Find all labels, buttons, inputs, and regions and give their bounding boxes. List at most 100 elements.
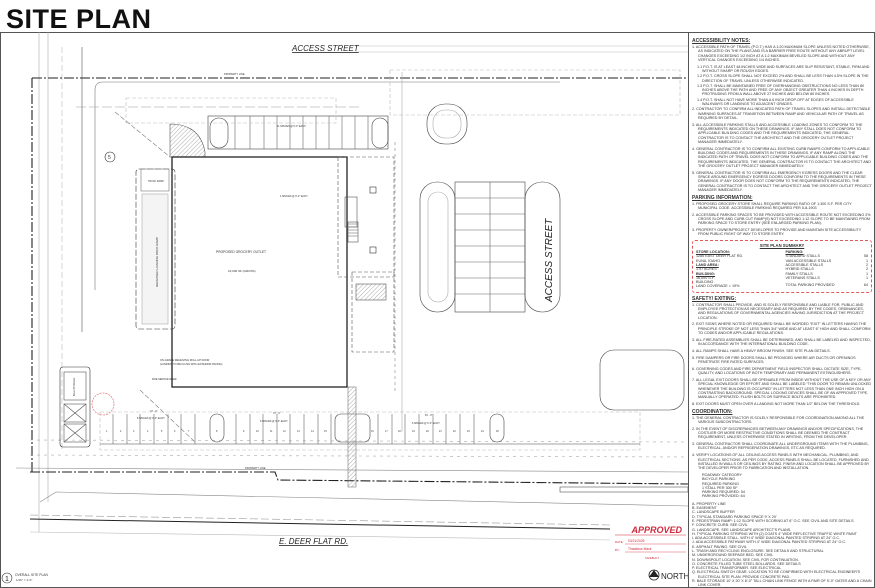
spaces-bottom-label: 8 SPACES @ 9'-0" EACH: [137, 417, 165, 420]
dimension-label: 72' - 0": [273, 412, 281, 415]
property-line-label-bottom: PROPERTY LINE: [245, 466, 266, 470]
legend-item: E. PEDESTRIAN RAMP: 1:12 SLOPE WITH SCOR…: [692, 518, 854, 523]
parking-row: VAN ACCESSIBLE STALLS 1: [785, 259, 868, 263]
note-subitem: 1.1 P.O.T. IS AT LEAST 48 INCHES WIDE AN…: [697, 64, 870, 73]
parking-count: 58: [863, 254, 868, 259]
page-title: SITE PLAN: [6, 4, 152, 34]
parking-total-label: TOTAL PARKING PROVIDED: [785, 283, 835, 288]
stall-number: 8: [216, 430, 218, 433]
truck-ramp-label: TRUCK RAMP: [148, 180, 164, 183]
general-notes-column: ACCESSIBILITY NOTES: 1. ACCESSIBLE PATH …: [692, 36, 872, 586]
legend-item: F. CONCRETE CURB. SEE CIVIL: [692, 523, 748, 528]
note-item: 1. THE GENERAL CONTRACTOR IS SOLELY RESP…: [692, 415, 865, 424]
summary-heading: SITE PLAN SUMMARY: [759, 242, 805, 248]
loading-dock-label: RECESSED LOADING DOCK RAMP: [155, 237, 159, 287]
stall-number: 3: [133, 430, 135, 433]
legend-item: P. ELECTRICAL TRANSFORMER. SEE ELECTRICA…: [692, 566, 782, 571]
note-item: 8. EXIT DOORS MUST OPEN OVER A LANDING N…: [692, 401, 861, 406]
legend-item: H. TYPICAL PARKING STRIPING WITH (2) COA…: [692, 531, 857, 536]
access-street-label: ACCESS STREET: [291, 44, 360, 53]
spaces-bottom-label: 8 SPACES @ 9'-0" EACH: [412, 422, 440, 425]
building-type: BUILDING: [696, 280, 714, 285]
legend-item: K. ASPHALT PAVING. SEE CIVIL: [692, 544, 747, 549]
parking-count: 1: [865, 258, 868, 263]
approval-org: SAFEBUILT: [645, 556, 659, 560]
stall-number: 1: [106, 430, 108, 433]
note-item: 2. IN THE EVENT OF DISCREPANCIES BETWEEN…: [692, 426, 864, 440]
legend-item: N. DOWNSPOUT LOCATION. SEE CIVIL FOR CON…: [692, 557, 799, 562]
approval-date: 03/21/2025: [628, 539, 645, 543]
parking-row: VETERANS STALLS 1: [785, 276, 868, 280]
approval-stamp: APPROVED DATE: 03/21/2025 BY: Thaddeus M…: [615, 525, 686, 560]
date-label: DATE:: [615, 540, 624, 544]
stall-number: 19: [412, 430, 415, 433]
legend-item: A. PROPERTY LINE: [692, 501, 726, 506]
access-street-vertical-label: ACCESS STREET: [544, 218, 555, 303]
note-line: 1 STALL PER 300 SF: [702, 485, 738, 490]
stall-number: 16: [371, 430, 374, 433]
spaces-top-label: 11 SPACES @ 9'-0" EACH: [277, 125, 306, 128]
building-label: PROPOSED GROCERY OUTLET: [216, 250, 266, 254]
note-item: 1. ACCESSIBLE PATH OF TRAVEL (P.O.T.) HA…: [692, 45, 870, 62]
note-line: PARKING PROVIDED: 64: [702, 494, 745, 499]
stall-number: 15: [324, 430, 327, 433]
roll-up-door-note: (LANDING TO BE FLUSH WITH EXTERIOR PAVIN…: [160, 362, 222, 366]
spaces-bottom-label: 8 SPACES @ 9'-0" EACH: [260, 420, 288, 423]
fire-riser-label: FIRE SERVICE RISER: [152, 378, 177, 381]
building-area: 16,000 SF (GROSS): [228, 269, 256, 273]
legend-item: B. EASEMENT: [692, 506, 717, 511]
stall-number: 10: [256, 430, 259, 433]
note-item: 3. GENERAL CONTRACTOR SHALL COORDINATE A…: [692, 442, 869, 451]
building-area: 16,000 S.F.: [696, 275, 715, 280]
store-location-label: STORE LOCATION:: [696, 250, 730, 255]
stall-number: 18: [398, 430, 401, 433]
property-line-label: PROPERTY LINE: [224, 72, 245, 76]
note-line: PARKING REQUIRED: 54: [702, 490, 745, 495]
grid-marker: 5: [108, 155, 111, 161]
legend-item: I. ADA ACCESSIBLE STALL. WITH 4" WIDE DI…: [692, 536, 841, 541]
stall-number: 7: [188, 430, 190, 433]
parking-count: 1: [865, 275, 868, 280]
approved-by: Thaddeus Mack: [628, 547, 652, 551]
notes-divider: [688, 32, 689, 588]
parking-type: VAN ACCESSIBLE STALLS: [785, 258, 832, 263]
stall-number: 5: [161, 430, 163, 433]
note-item: 7. ALL LEGAL EXIT DOORS SHALL BE OPENABL…: [692, 377, 872, 400]
note-item: 4. ALL RAMPS SHALL HAVE A HEAVY BROOM FI…: [692, 348, 831, 353]
parking-heading: PARKING INFORMATION:: [692, 194, 753, 201]
parking-row: STANDARD STALLS 58: [785, 254, 868, 258]
north-label: NORTH: [661, 572, 688, 581]
parking-type: VETERANS STALLS: [785, 275, 820, 280]
land-coverage: LAND COVERAGE = 19%: [696, 284, 740, 289]
parking-type: FAMILY STALLS: [785, 271, 813, 276]
stall-number: 12: [283, 430, 286, 433]
coordination-heading: COORDINATION:: [692, 408, 733, 415]
stall-number: 2: [120, 430, 122, 433]
legend-item: D. TYPICAL STANDARD PARKING SPACE 9' X 2…: [692, 514, 777, 519]
note-item: 1. PROPOSED GROCERY STORE SHALL REQUIRE …: [692, 201, 852, 210]
note-subitem: 1.4 P.O.T. SHALL NOT HAVE MORE THAN A 6 …: [697, 97, 854, 107]
note-item: 1. CONTRACTOR SHALL PROVIDE, AND IS SOLE…: [692, 302, 864, 320]
store-address: 1280 EAST DEER FLAT RD.: [696, 254, 744, 259]
note-item: 4. GENERAL CONTRACTOR IS TO CONFIRM ALL …: [692, 146, 871, 168]
bale-storage-label: BALE STORAGE: [73, 377, 76, 396]
stall-number: 13: [297, 430, 300, 433]
parking-type: STANDARD STALLS: [785, 254, 820, 259]
stall-number: 20: [426, 430, 429, 433]
parking-count: 1: [865, 271, 868, 276]
store-city: KUNA, IDAHO: [696, 258, 720, 263]
dimension-label: 81' - 0": [425, 414, 433, 417]
legend-item: J. ADA ACCESSIBLE PATHWAY WITH 4" WIDE D…: [692, 540, 847, 545]
note-item: 3. ALL FIRE-RATED ASSEMBLIES SHALL BE DE…: [692, 337, 871, 347]
stall-number: 22: [453, 430, 456, 433]
view-number: 1: [5, 576, 9, 583]
note-line: BICYCLE PARKING: [702, 477, 736, 482]
view-scale: 1/16" = 1'-0": [16, 578, 32, 582]
note-item: 3. PROPERTY OWNER/PROJECT DEVELOPER TO P…: [692, 228, 862, 237]
stall-number: 25: [496, 430, 499, 433]
note-item: 5. FIRE DAMPERS OR FIRE DOORS SHALL BE P…: [692, 355, 856, 365]
